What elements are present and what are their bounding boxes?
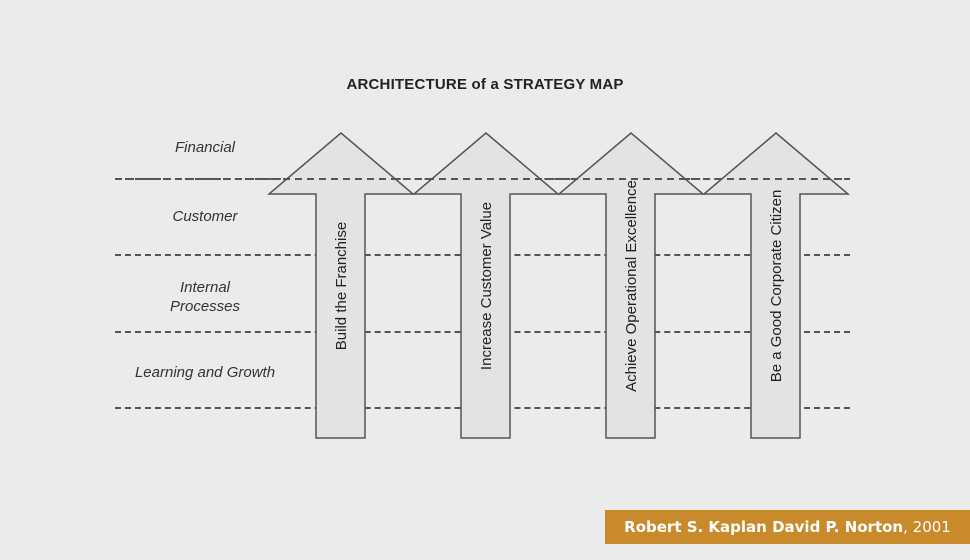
arrow-label: Build the Franchise [333,222,350,350]
layer-label-learning-growth: Learning and Growth [134,364,276,381]
layer-label-customer: Customer [172,208,238,225]
attribution-authors: Robert S. Kaplan David P. Norton [624,518,904,536]
arrow-build-franchise: Build the Franchise [266,132,416,439]
arrow-label: Be a Good Corporate Citizen [768,190,785,383]
arrow-corporate-citizen: Be a Good Corporate Citizen [701,132,851,439]
arrow-label: Achieve Operational Excellence [623,180,640,392]
diagram-title: ARCHITECTURE of a STRATEGY MAP [346,76,624,93]
attribution-banner: Robert S. Kaplan David P. Norton , 2001 [605,510,970,544]
layer-label-financial: Financial [174,139,236,156]
attribution-year: , 2001 [903,518,951,536]
layer-label-internal-processes: Internal Processes [169,279,241,315]
arrow-operational-excellence: Achieve Operational Excellence [556,132,706,439]
arrow-label: Increase Customer Value [478,202,495,370]
arrow-increase-customer-value: Increase Customer Value [411,132,561,439]
